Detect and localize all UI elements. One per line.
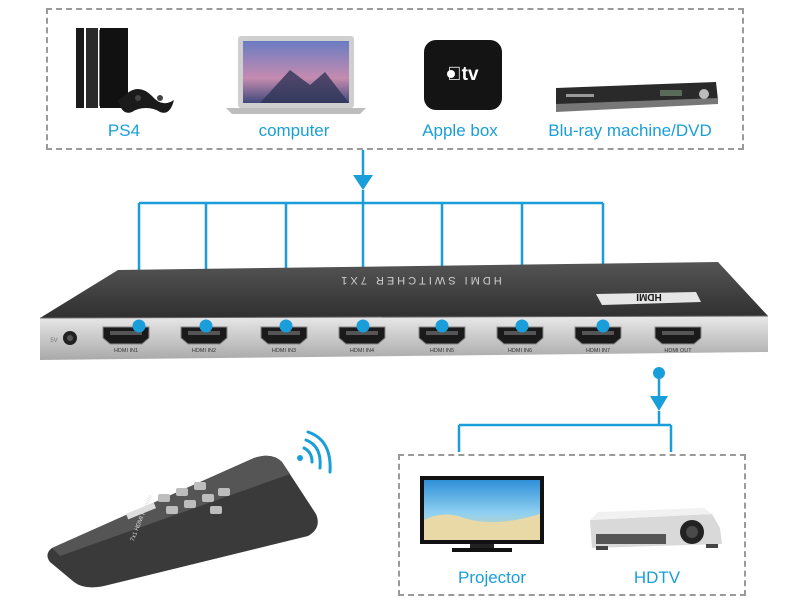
ps4-console-icon (76, 28, 174, 113)
laptop-icon (226, 36, 366, 114)
hdmi-port-pins (426, 331, 458, 335)
hdmi-port-pins (268, 331, 300, 335)
hdmi-port-label: HDMI IN2 (192, 348, 216, 354)
output-arrow-icon (650, 396, 668, 411)
wireless-signal-icon (297, 430, 332, 474)
source-label-bluray-dvd: Blu-ray machine/DVD (548, 121, 712, 140)
hdmi-port-label: HDMI IN7 (586, 348, 610, 354)
hdmi-port-pins (110, 331, 142, 335)
output-label-hdtv: HDTV (633, 568, 681, 587)
source-label-apple-box: Apple box (422, 121, 498, 140)
sources-box (46, 8, 744, 150)
input-connector-dot (356, 319, 370, 333)
hdmi-port-label: HDMI OUT (664, 348, 692, 354)
bluray-dvd-player-icon (556, 82, 718, 112)
hdmi-port-pins (504, 331, 536, 335)
input-connector-dot (279, 319, 293, 333)
source-label-computer: computer (258, 121, 330, 140)
input-connector-dot (515, 319, 529, 333)
output-bus-lines (457, 411, 673, 452)
power-port-label: 5V (50, 338, 57, 344)
hdmi-port-8 (654, 326, 702, 345)
remote-control-icon (47, 455, 318, 588)
hdmi-logo-text: HDMI (636, 291, 662, 302)
switcher-title: HDMI SWITCHER 7X1 (338, 274, 501, 286)
output-connector-dot (653, 367, 665, 379)
source-label-ps4: PS4 (107, 121, 141, 140)
hdmi-port-label: HDMI IN1 (114, 348, 138, 354)
input-connector-dot (596, 319, 610, 333)
tv-display-icon (420, 476, 544, 552)
hdmi-port-pins (662, 331, 694, 335)
hdmi-port-pins (582, 331, 614, 335)
hdmi-port-label: HDMI IN5 (430, 348, 454, 354)
hdmi-port-label: HDMI IN6 (508, 348, 532, 354)
hdmi-logo-icon (596, 292, 701, 305)
input-connector-dot (132, 319, 146, 333)
hdmi-ports: HDMI IN1 HDMI IN2 HDMI IN3 HDMI IN4 HDMI IN5… (102, 319, 702, 354)
projector-icon (590, 508, 722, 550)
input-connector-dot (199, 319, 213, 333)
hdmi-port-label: HDMI IN4 (350, 348, 374, 354)
hdmi-port-pins (188, 331, 220, 335)
hdmi-port-pins (346, 331, 378, 335)
input-connector-dot (435, 319, 449, 333)
down-arrow-icon (353, 175, 373, 190)
hdmi-port-label: HDMI IN3 (272, 348, 296, 354)
svg-text:tv: tv (447, 64, 479, 85)
output-label-projector: Projector (457, 568, 527, 587)
outputs-box (398, 454, 746, 596)
apple-tv-box-icon: tv (424, 40, 502, 110)
